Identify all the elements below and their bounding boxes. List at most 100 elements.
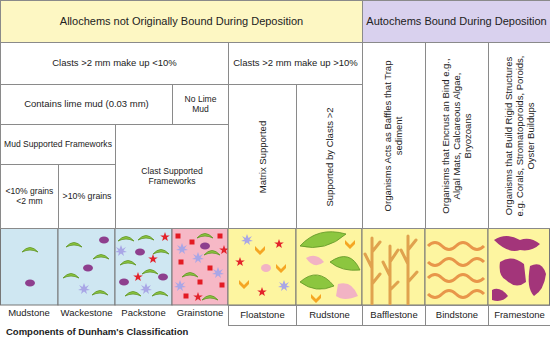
grain [158,274,168,281]
grain [278,280,290,291]
class-cell: Supported by Clasts >2 [296,84,363,229]
grain [179,260,184,265]
tile-ground [228,228,296,305]
grainstone-tile [172,228,229,305]
rock-name: Mudstone [0,308,58,319]
grain [63,274,79,279]
packstone-tile [115,228,172,305]
class-cell: Contains lime mud (0.03 mm) [0,84,173,125]
rock-name: Packstone [115,308,172,319]
grain [93,255,109,260]
grain [78,283,90,294]
class-cell: Organisms that Build Rigid Structures e.… [488,42,550,229]
rock-name-box: Rudstone [296,305,363,326]
rock-name-box: Floatstone [228,305,297,326]
cell-text: Clasts >2 mm make up >10% [230,58,361,69]
grain [218,234,223,239]
class-cell: Matrix Supported [228,84,297,229]
grain [274,239,284,248]
grain [241,234,253,245]
baffle-organism [401,236,417,304]
header-band: Autochems Bound During Deposition [362,0,550,43]
cell-text: Contains lime mud (0.03 mm) [21,99,152,110]
cell-text: <10% grains <2 mm [1,187,58,207]
grain [190,240,195,245]
grain [193,292,203,301]
grain [212,267,224,278]
frame-organism [500,258,526,285]
cell-text: Floatstone [237,310,287,321]
frame-organism [494,236,540,251]
cell-text: Mud Supported Frameworks [1,140,115,150]
rock-name: Wackestone [58,308,115,319]
grain [255,246,265,255]
tile-ground [1,228,59,305]
grain [198,280,203,285]
grain [120,261,136,266]
cell-text: Organisms that Build Rigid Structures e.… [503,48,536,224]
class-cell: Clasts >2 mm make up >10% [228,42,363,85]
cell-text: Framestone [491,310,548,321]
cell-text: Rudstone [306,310,353,321]
grain [192,252,204,263]
grain [66,243,82,248]
class-cell: Organisms that Encrust an Bind e.g., Alg… [425,42,489,229]
bafflestone-tile [362,228,425,305]
grain [261,264,271,272]
floatstone-tile [228,228,296,305]
cell-text: Supported by Clasts >2 [324,90,335,224]
grain [135,249,145,256]
class-cell: >10% grains [58,164,116,229]
class-cell: Mud Supported Frameworks [0,124,116,165]
tile-ground [488,228,550,305]
grain [197,234,213,239]
grain [138,236,154,241]
grain [160,232,170,241]
framestone-tile [488,228,550,305]
cell-text: >10% grains [60,191,115,201]
tile-ground [362,228,425,305]
cell-text: Autochems Bound During Deposition [363,15,549,28]
binding-layer [428,291,484,298]
tile-ground [296,228,362,305]
cell-text: Allochems not Originally Bound During De… [57,15,306,28]
class-cell: Clast Supported Frameworks [115,124,229,229]
grain [83,265,93,272]
grain [142,270,158,275]
frame-organism [529,264,546,296]
grain [202,296,218,301]
grain [208,266,213,271]
grain [220,283,225,288]
rock-name-box: Framestone [488,305,550,326]
grain [200,243,210,250]
wackestone-tile [58,228,115,305]
rock-name: Grainstone [172,308,228,319]
tile-ground [115,228,172,305]
binding-layer [428,275,484,282]
grain [174,280,186,291]
grain [184,294,189,299]
class-cell: Clasts >2 mm make up <10% [0,42,229,85]
grain [219,245,229,254]
clast [311,294,321,303]
cell-text: Organisms Acts as Baffles that Trap sedi… [383,48,405,224]
clast [300,232,346,248]
cell-text: Matrix Supported [257,90,268,224]
baffle-organism [383,246,398,304]
rock-name-box: Bindstone [425,305,489,326]
grain [92,291,108,296]
cell-text: Bindstone [433,310,481,321]
binding-layer [428,243,484,250]
tile-ground [425,228,488,305]
cell-text: Bafflestone [367,310,420,321]
clast [336,283,358,299]
grain [133,272,143,281]
baffle-organism [365,238,380,304]
mudstone-tile [1,228,59,305]
grain [118,237,134,242]
frame-organism [492,289,508,301]
rock-name-box: Bafflestone [362,305,426,326]
tile-ground [172,228,228,305]
rudstone-tile [296,228,362,305]
